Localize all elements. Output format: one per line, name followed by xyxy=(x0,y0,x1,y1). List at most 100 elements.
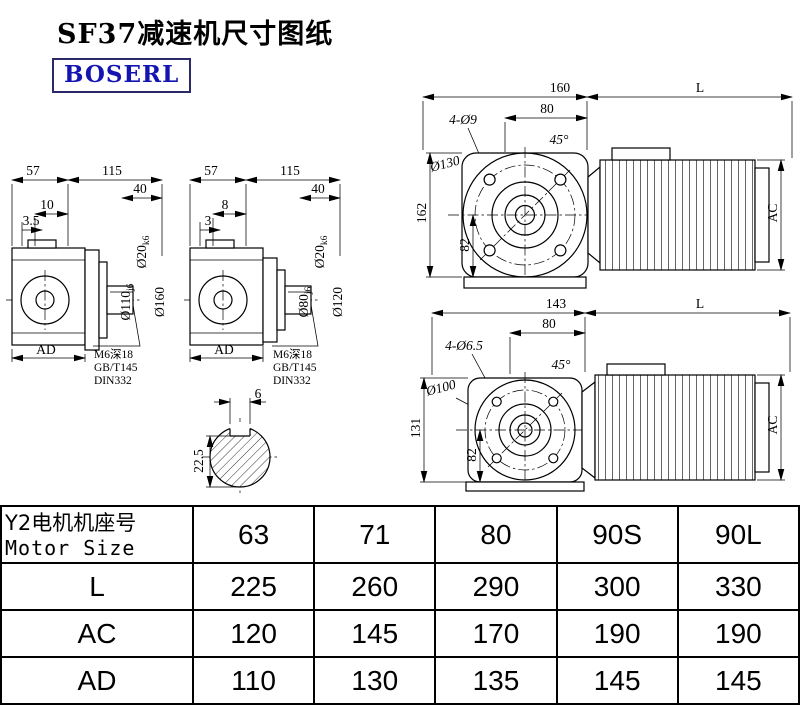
fan-cover-2 xyxy=(754,382,770,473)
dim-80-d: 80 xyxy=(542,316,556,331)
cell-AC-3: 190 xyxy=(555,609,679,658)
note-din-b: DIN332 xyxy=(273,375,311,387)
dim-ac-d: AC xyxy=(765,416,780,435)
motor-size-col-3: 90S xyxy=(555,505,679,564)
dia-main: Ø20 xyxy=(312,245,327,268)
cell-L-4: 330 xyxy=(676,562,800,611)
motor-size-col-0: 63 xyxy=(191,505,316,564)
bolt-hole xyxy=(548,453,559,464)
fan-cover-1 xyxy=(754,167,770,263)
dim-shaft-dia-a: Ø20k6 xyxy=(134,235,152,268)
cell-L-2: 290 xyxy=(434,562,558,611)
output-flange-2 xyxy=(262,257,278,343)
cell-AC-1: 145 xyxy=(313,609,437,658)
output-shaft-1 xyxy=(106,285,134,315)
note-thread-b: M6深18 xyxy=(273,347,312,361)
header-cn: Y2电机机座号 xyxy=(5,510,137,535)
table-row-AD: AD 110 130 135 145 145 xyxy=(0,656,800,705)
dim-115-b: 115 xyxy=(280,163,300,178)
motor-body-2 xyxy=(594,374,756,481)
note-thread-a: M6深18 xyxy=(94,347,133,361)
bolt-hole xyxy=(491,453,502,464)
dim-bolt-circle-c: Ø130 xyxy=(427,152,461,175)
dim-143-d: 143 xyxy=(546,296,567,311)
view-shaft-section: 6 22.5 xyxy=(191,386,278,496)
output-flange-1 xyxy=(84,249,100,351)
dim-3-b: 3 xyxy=(205,213,212,228)
row-label-L: L xyxy=(0,562,194,611)
dim-40-a: 40 xyxy=(133,181,147,196)
mounting-foot-2 xyxy=(465,481,585,492)
terminal-box-1 xyxy=(611,147,671,161)
dim-spigot-dia-b: Ø80j6 xyxy=(296,286,314,317)
brand-logo-text: BOSERL xyxy=(64,61,180,88)
dim-57-a: 57 xyxy=(26,163,40,178)
note-standard-b: GB/T145 xyxy=(273,362,317,374)
motor-size-col-2: 80 xyxy=(434,505,558,564)
cell-L-3: 300 xyxy=(555,562,679,611)
flange-face-circle-2 xyxy=(474,379,576,481)
cell-AD-2: 135 xyxy=(434,656,558,705)
dia-tol: j6 xyxy=(126,283,136,292)
view-side-2: 57 115 40 8 3 Ø20k6 Ø80j6 Ø120 AD M6深18 … xyxy=(184,163,345,387)
dim-8-b: 8 xyxy=(222,197,229,212)
view-side-1: 57 115 40 10 3.5 Ø20k6 Ø110j6 Ø160 AD M6… xyxy=(6,163,167,387)
terminal-box-2 xyxy=(606,363,666,376)
cell-L-1: 260 xyxy=(313,562,437,611)
bolt-hole xyxy=(548,396,559,407)
dim-82-c: 82 xyxy=(457,238,472,252)
header-en: Motor Size xyxy=(5,535,136,560)
dia-tol: k6 xyxy=(320,235,330,245)
motor-size-header-cell: Y2电机机座号 Motor Size xyxy=(0,505,194,564)
dim-bolts-d: 4-Ø6.5 xyxy=(445,338,483,353)
motor-size-col-1: 71 xyxy=(313,505,437,564)
dim-ac-c: AC xyxy=(765,204,780,223)
motor-size-table: Y2电机机座号 Motor Size 63 71 80 90S 90L L 22… xyxy=(0,505,800,705)
dim-flange-dia-a: Ø160 xyxy=(152,287,167,317)
cell-AD-1: 130 xyxy=(313,656,437,705)
table-row-AC: AC 120 145 170 190 190 xyxy=(0,609,800,658)
table-header-row: Y2电机机座号 Motor Size 63 71 80 90S 90L xyxy=(0,505,800,564)
dim-L-c: L xyxy=(696,80,704,95)
cell-AC-2: 170 xyxy=(434,609,558,658)
dim-82-d: 82 xyxy=(464,448,479,462)
bolt-hole xyxy=(554,173,567,186)
dia-tol: k6 xyxy=(142,235,152,245)
dim-57-b: 57 xyxy=(204,163,218,178)
cell-AC-4: 190 xyxy=(676,609,800,658)
cell-AD-4: 145 xyxy=(676,656,800,705)
dim-key-width: 6 xyxy=(255,386,262,401)
dim-160-c: 160 xyxy=(550,80,571,95)
dim-flange-dia-b: Ø120 xyxy=(330,287,345,317)
bolt-circle-2 xyxy=(484,389,566,471)
dim-angle-c: 45° xyxy=(550,132,570,147)
technical-drawing: 57 115 40 10 3.5 Ø20k6 Ø110j6 Ø160 AD M6… xyxy=(6,80,793,496)
row-label-AD: AD xyxy=(0,656,194,705)
output-shaft-2 xyxy=(284,285,312,315)
dim-3-5-a: 3.5 xyxy=(23,213,40,228)
cell-AD-3: 145 xyxy=(555,656,679,705)
cell-AD-0: 110 xyxy=(191,656,316,705)
note-din-a: DIN332 xyxy=(94,375,132,387)
brand-logo-box: BOSERL xyxy=(52,58,192,93)
dia-tol: j6 xyxy=(304,286,314,295)
view-front-1: 160 L 80 4-Ø9 45° Ø130 xyxy=(414,80,793,289)
motor-size-col-4: 90L xyxy=(676,505,800,564)
dim-115-a: 115 xyxy=(102,163,122,178)
cell-L-0: 225 xyxy=(191,562,316,611)
dim-131-d: 131 xyxy=(408,418,423,438)
dia-main: Ø110 xyxy=(118,291,133,321)
dim-shaft-dia-b: Ø20k6 xyxy=(312,235,330,268)
bolt-hole xyxy=(483,244,496,257)
dim-angle-d: 45° xyxy=(552,357,572,372)
dim-10-a: 10 xyxy=(40,197,54,212)
dia-main: Ø20 xyxy=(134,245,149,268)
dim-80-c: 80 xyxy=(540,101,554,116)
dim-162-c: 162 xyxy=(414,203,429,223)
dim-key-depth: 22.5 xyxy=(191,449,206,473)
cell-AC-0: 120 xyxy=(191,609,316,658)
dim-bolts-c: 4-Ø9 xyxy=(449,112,477,127)
bolt-hole xyxy=(491,396,502,407)
dim-bolt-circle-d: Ø100 xyxy=(423,376,457,399)
